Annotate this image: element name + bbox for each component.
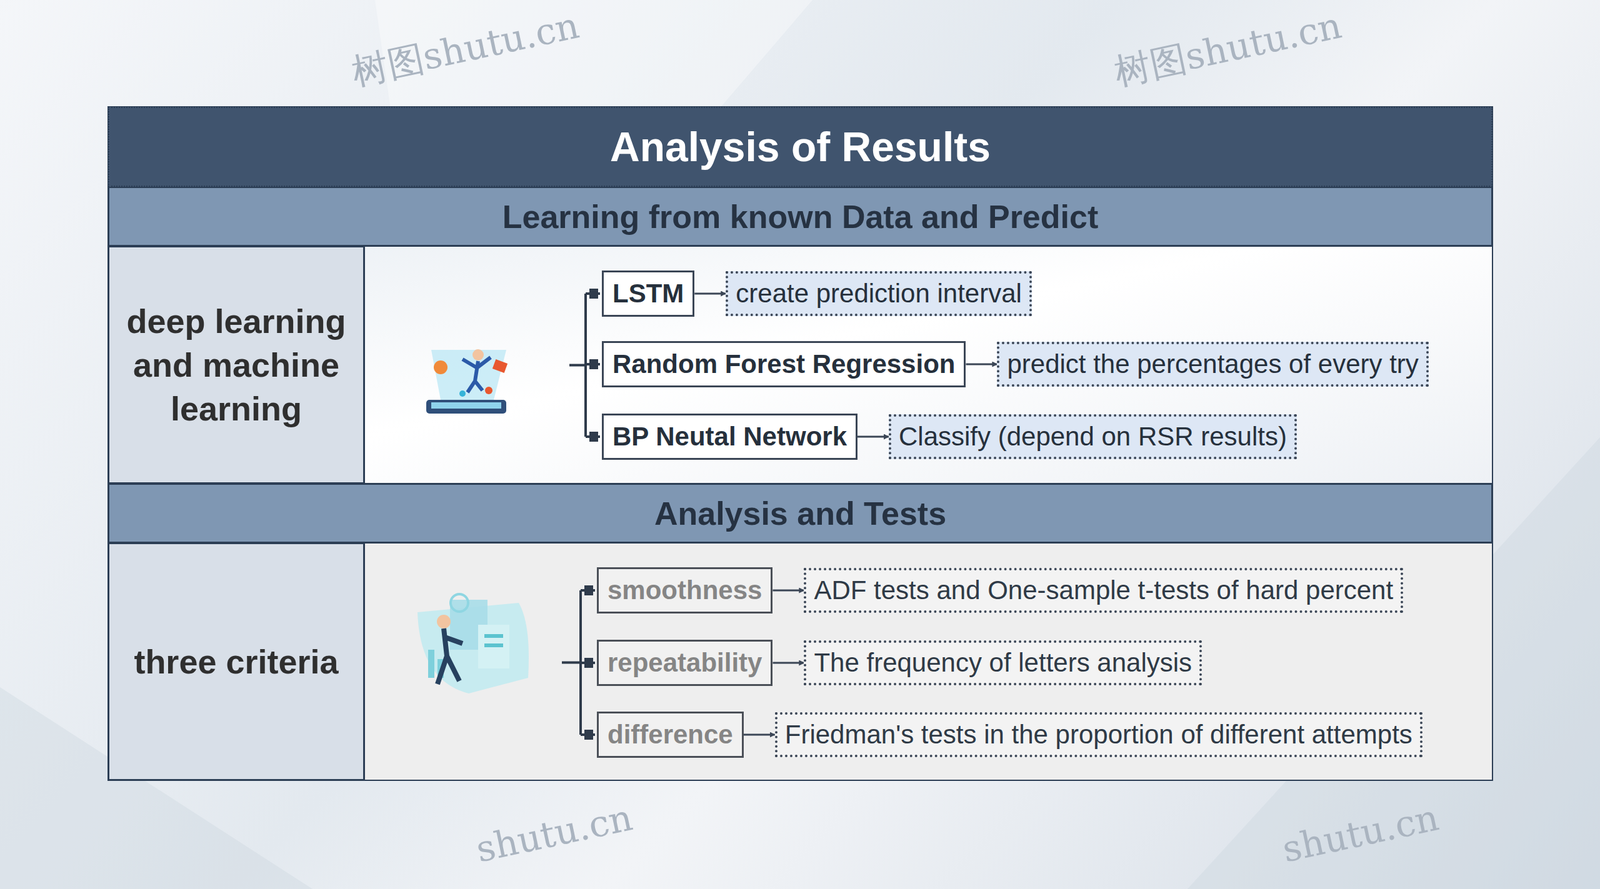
node-text: The frequency of letters analysis bbox=[813, 648, 1192, 678]
node-text: Analysis and Tests bbox=[654, 495, 947, 533]
connector bbox=[857, 436, 889, 439]
bracket-line bbox=[569, 288, 600, 442]
section-band: Learning from known Data and Predict bbox=[108, 186, 1493, 247]
description-box: Friedman's tests in the proportion of di… bbox=[775, 712, 1423, 758]
connector bbox=[694, 293, 726, 295]
learning-illustration bbox=[426, 349, 508, 414]
criterion-box: repeatability bbox=[596, 640, 773, 687]
bracket-line bbox=[561, 585, 595, 740]
node-text: three criteria bbox=[133, 640, 339, 684]
node-text: predict the percentages of every try bbox=[1006, 349, 1419, 379]
connector bbox=[743, 734, 775, 737]
node-text: Random Forest Regression bbox=[612, 349, 955, 379]
node-text: difference bbox=[607, 720, 734, 750]
description-box: predict the percentages of every try bbox=[996, 341, 1429, 387]
node-text: deep learning and machine learning bbox=[124, 299, 349, 432]
criterion-box: smoothness bbox=[596, 567, 773, 614]
node-text: smoothness bbox=[607, 575, 762, 605]
row-panel bbox=[364, 246, 1493, 484]
node-text: Classify (depend on RSR results) bbox=[898, 421, 1287, 452]
method-box: LSTM bbox=[601, 270, 695, 317]
panel-border bbox=[108, 106, 1493, 781]
section-band: Analysis and Tests bbox=[108, 483, 1493, 544]
node-text: LSTM bbox=[612, 278, 684, 309]
description-box: create prediction interval bbox=[725, 271, 1032, 317]
node-text: Learning from known Data and Predict bbox=[502, 198, 1099, 236]
connector bbox=[772, 662, 804, 665]
connector bbox=[772, 590, 804, 592]
description-box: Classify (depend on RSR results) bbox=[888, 414, 1297, 460]
category-cell: deep learning and machine learning bbox=[108, 246, 365, 484]
watermark: shutu.cn bbox=[472, 796, 637, 871]
node-text: ADF tests and One-sample t-tests of hard… bbox=[813, 575, 1394, 605]
row-panel bbox=[364, 543, 1493, 781]
connector bbox=[965, 363, 997, 366]
criterion-box: difference bbox=[596, 711, 744, 759]
category-cell: three criteria bbox=[108, 543, 365, 781]
method-box: Random Forest Regression bbox=[601, 341, 966, 388]
analysis-illustration bbox=[417, 594, 529, 694]
watermark: 树图shutu.cn bbox=[1110, 1, 1347, 97]
node-text: Friedman's tests in the proportion of di… bbox=[785, 720, 1413, 750]
node-text: repeatability bbox=[607, 648, 762, 678]
method-box: BP Neutal Network bbox=[601, 413, 858, 460]
node-text: create prediction interval bbox=[735, 278, 1022, 309]
node-text: BP Neutal Network bbox=[612, 421, 847, 452]
title-text: Analysis of Results bbox=[610, 123, 991, 171]
description-box: The frequency of letters analysis bbox=[803, 640, 1202, 686]
title-band: Analysis of Results bbox=[108, 106, 1493, 187]
description-box: ADF tests and One-sample t-tests of hard… bbox=[803, 568, 1404, 614]
